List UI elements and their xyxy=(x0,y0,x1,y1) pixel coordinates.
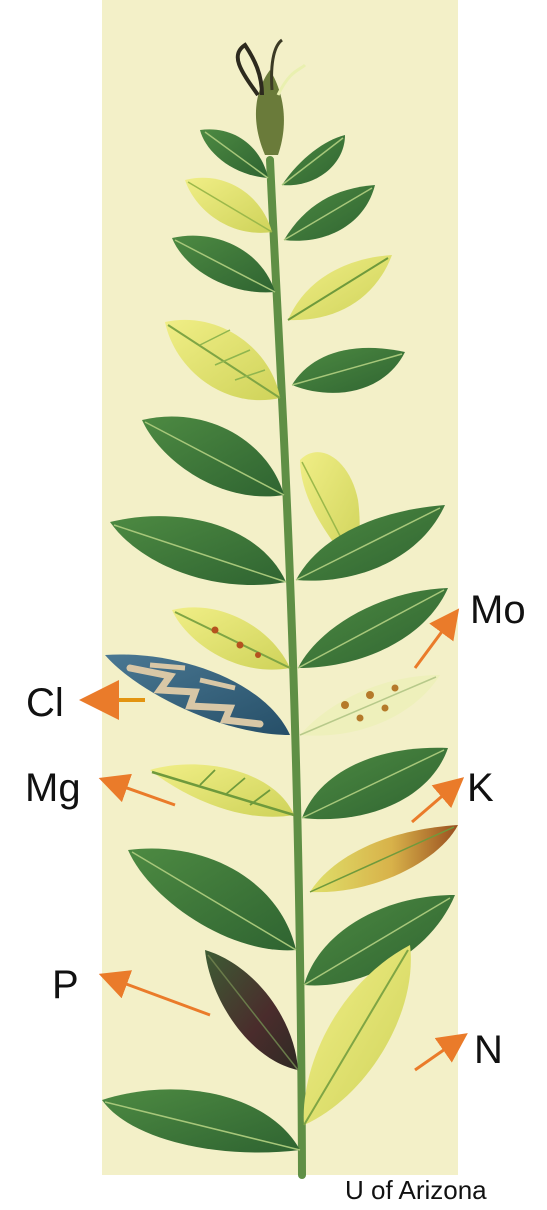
label-n: N xyxy=(474,1030,503,1070)
label-p: P xyxy=(52,965,79,1005)
label-mg: Mg xyxy=(25,768,81,808)
label-k: K xyxy=(467,768,494,808)
label-cl: Cl xyxy=(26,683,64,723)
label-mo: Mo xyxy=(470,590,526,630)
image-credit: U of Arizona xyxy=(345,1177,487,1203)
